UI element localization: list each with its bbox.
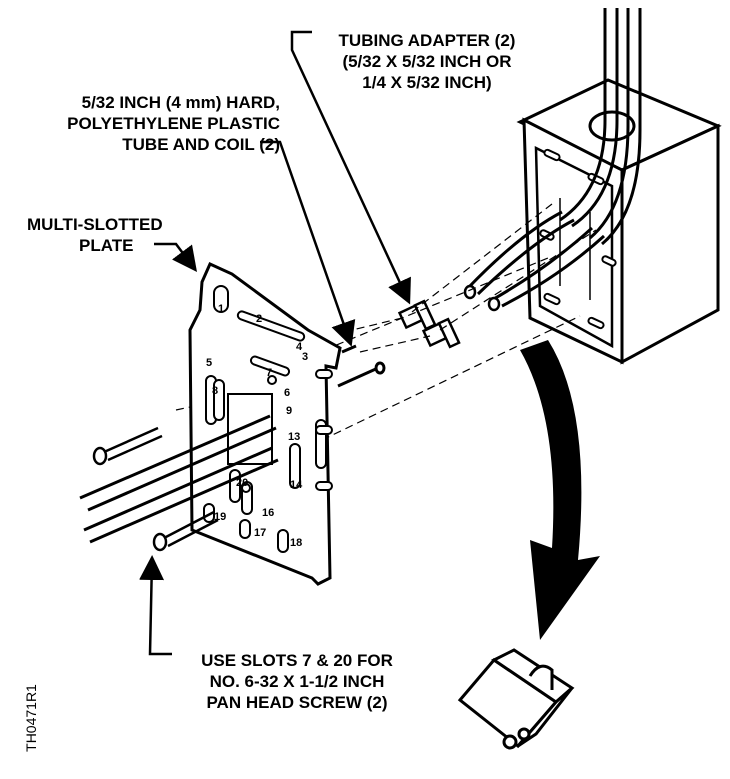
electrical-box — [516, 78, 722, 365]
slot-number: 7 — [266, 367, 272, 379]
slot-number: 16 — [262, 507, 274, 519]
slot-number: 1 — [218, 303, 224, 315]
slot-number: 6 — [284, 387, 290, 399]
thermostat-device — [457, 648, 575, 750]
slot-number: 2 — [256, 313, 262, 325]
slot-number: 18 — [290, 537, 302, 549]
tubing-adapter-label: TUBING ADAPTER (2) (5/32 X 5/32 INCH OR … — [338, 31, 516, 92]
slot-number: 14 — [290, 479, 303, 491]
slot-number: 5 — [206, 357, 212, 369]
tubing-adapters — [397, 299, 461, 349]
slot-number: 4 — [296, 341, 303, 353]
plate-label: MULTI-SLOTTED PLATE — [27, 215, 163, 255]
slot-number: 17 — [254, 527, 266, 539]
slot-number: 3 — [302, 351, 308, 363]
multi-slotted-plate — [188, 262, 342, 586]
slot-number: 8 — [212, 385, 218, 397]
slots-label: USE SLOTS 7 & 20 FOR NO. 6-32 X 1-1/2 IN… — [201, 651, 393, 712]
slot-number: 9 — [286, 405, 292, 417]
slot-number: 13 — [288, 431, 300, 443]
tube-label: 5/32 INCH (4 mm) HARD, POLYETHYLENE PLAS… — [67, 93, 280, 154]
screws — [92, 426, 219, 552]
slot-number: 20 — [236, 477, 248, 489]
leader-lines — [139, 30, 411, 656]
tubes-through-plate — [79, 414, 279, 544]
tubes-into-box — [466, 8, 642, 308]
figure-code: TH0471R1 — [23, 684, 39, 752]
curved-arrow — [520, 340, 600, 640]
